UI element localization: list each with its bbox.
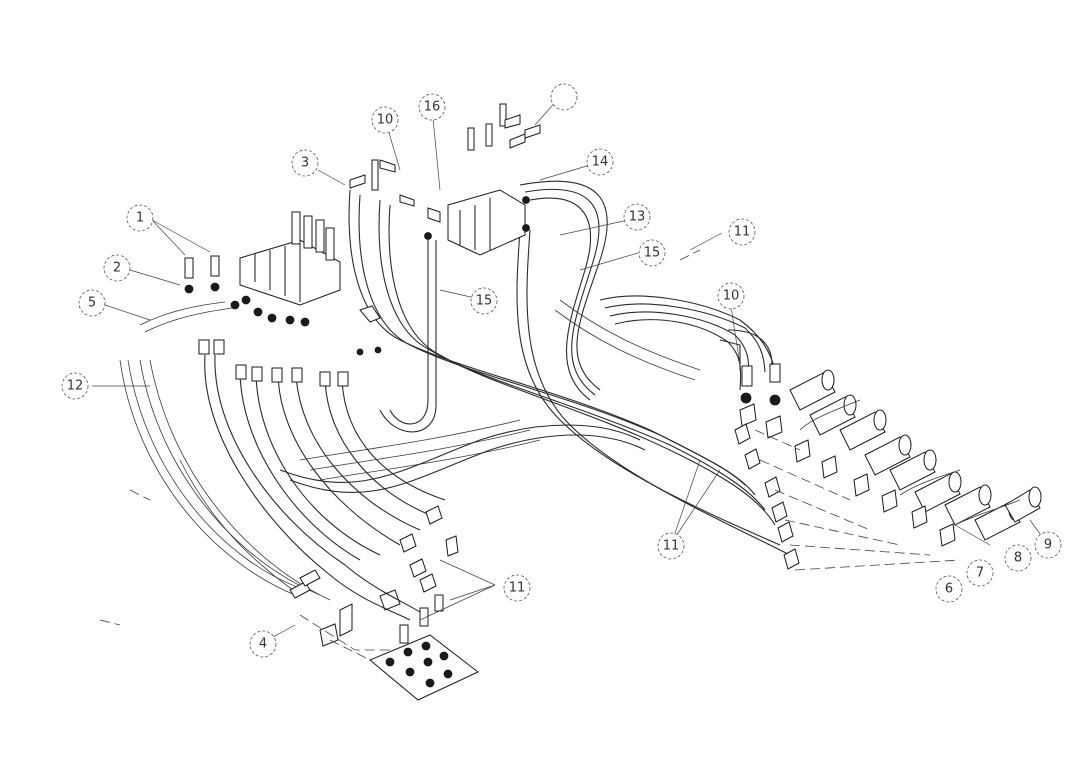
callout-8: 8	[1004, 544, 1032, 572]
callout-1: 1	[126, 204, 154, 232]
callout-3-label: 3	[301, 156, 309, 171]
hose-bundle-left	[119, 354, 446, 601]
quick-couplers-right	[789, 369, 1042, 541]
dashed-routing-lines	[99, 249, 961, 661]
callout-14-label: 14	[592, 155, 609, 170]
callout-13-label: 13	[629, 210, 646, 225]
callout-4-label: 4	[259, 637, 267, 652]
control-valve-left	[230, 211, 341, 327]
callout-10-right: 10	[717, 282, 745, 310]
callout-4: 4	[249, 630, 277, 658]
callout-6-label: 6	[945, 582, 953, 597]
right-adapters	[719, 329, 956, 570]
callout-11-top-right-label: 11	[734, 225, 751, 240]
callout-unlabeled-top	[550, 83, 578, 111]
callout-15-right-label: 15	[644, 246, 661, 261]
callout-2-label: 2	[113, 261, 121, 276]
callout-1-label: 1	[136, 211, 144, 226]
callout-7: 7	[966, 559, 994, 587]
callout-9: 9	[1034, 531, 1062, 559]
callout-11-bottom-right-label: 11	[663, 539, 680, 554]
callout-11-bottom-right: 11	[657, 532, 685, 560]
hose-bundle-bottom-loop	[279, 424, 646, 493]
bulkhead-plate	[369, 594, 479, 701]
callout-6: 6	[935, 575, 963, 603]
callout-15-center-label: 15	[476, 294, 493, 309]
callout-10-top: 10	[371, 106, 399, 134]
callout-15-center: 15	[470, 287, 498, 315]
callout-11-top-right: 11	[728, 218, 756, 246]
callout-11-bottom: 11	[503, 574, 531, 602]
callout-2: 2	[103, 254, 131, 282]
left-fittings	[139, 255, 349, 387]
hose-bundle-right	[519, 180, 776, 401]
callout-13: 13	[623, 203, 651, 231]
callout-8-label: 8	[1014, 551, 1022, 566]
callout-14: 14	[586, 148, 614, 176]
callout-10-right-label: 10	[723, 289, 740, 304]
callout-16: 16	[418, 93, 446, 121]
callout-15-right: 15	[638, 239, 666, 267]
callout-7-label: 7	[976, 566, 984, 581]
callout-12-label: 12	[67, 379, 84, 394]
callout-16-label: 16	[424, 100, 441, 115]
hose-bundle-center	[299, 189, 791, 556]
callout-5: 5	[78, 289, 106, 317]
callout-12: 12	[61, 372, 89, 400]
callout-3: 3	[291, 149, 319, 177]
callout-11-bottom-label: 11	[509, 581, 526, 596]
callout-10-top-label: 10	[377, 113, 394, 128]
callout-5-label: 5	[88, 296, 96, 311]
top-fittings	[349, 114, 541, 356]
callout-9-label: 9	[1044, 538, 1052, 553]
callout-leaders	[92, 96, 1049, 644]
bottom-hose-ends	[289, 505, 459, 647]
control-valve-top	[371, 103, 530, 256]
